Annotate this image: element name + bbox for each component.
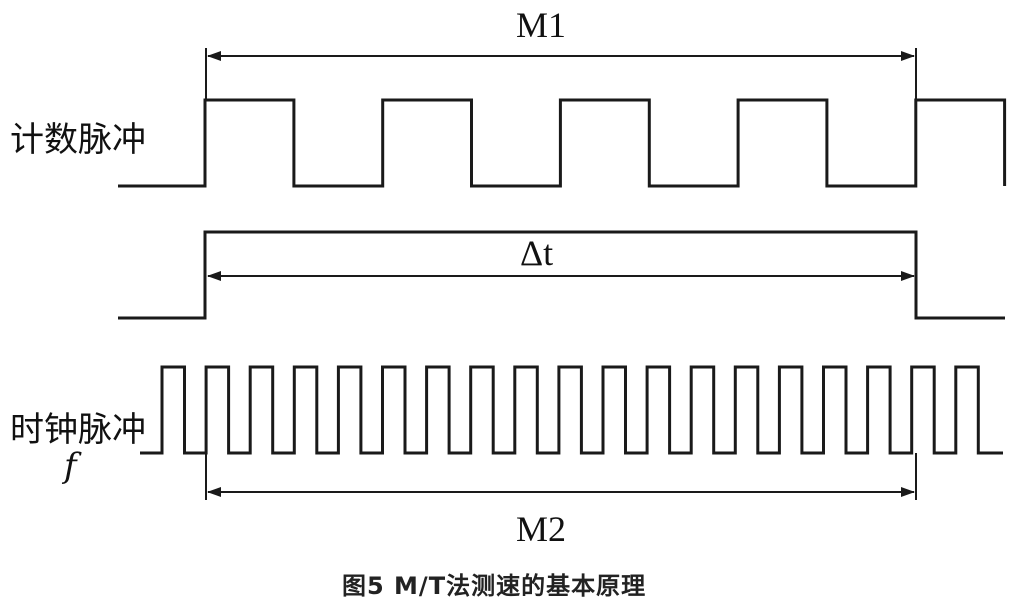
delta-t-label: Δt	[520, 233, 554, 273]
frequency-label: f	[64, 446, 77, 486]
gate-waveform	[118, 230, 1005, 320]
m1-label: M1	[516, 5, 567, 45]
count-pulse-label: 计数脉冲	[10, 120, 146, 160]
clock-pulse-label: 时钟脉冲	[10, 410, 146, 450]
clock-pulse-waveform	[140, 365, 1003, 455]
m2-label: M2	[516, 509, 567, 549]
figure-caption: 图5 M/T法测速的基本原理	[342, 572, 647, 600]
count-pulse-waveform	[118, 98, 1007, 188]
